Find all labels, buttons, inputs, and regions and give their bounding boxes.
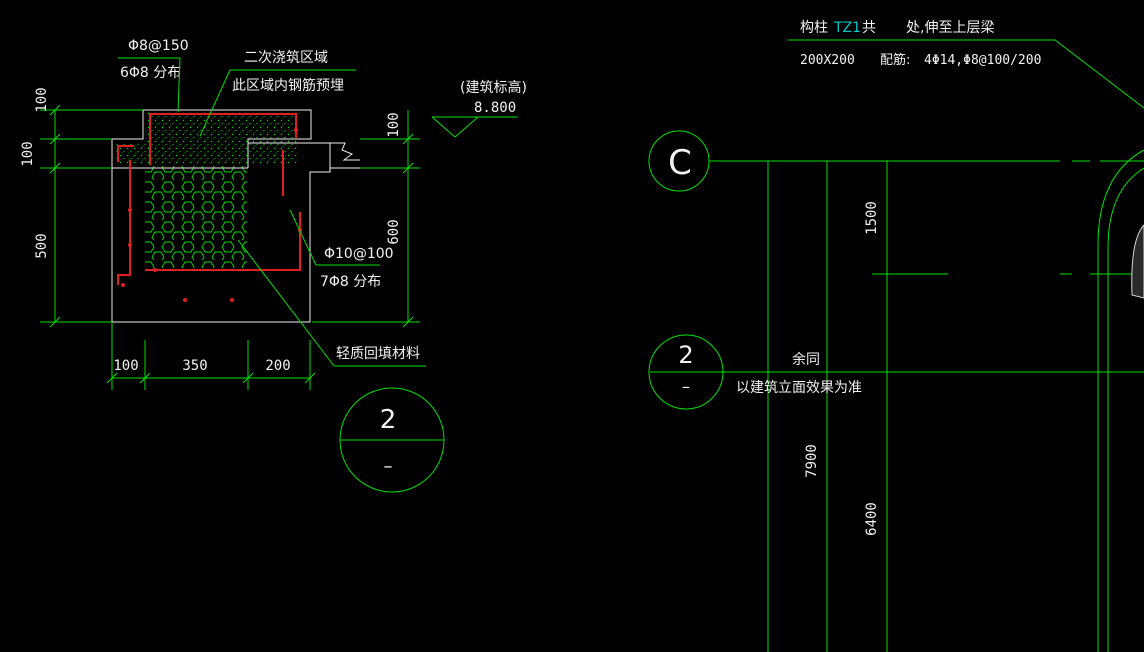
column-note-d: 处,伸至上层梁: [906, 20, 994, 36]
backfill-label: 轻质回填材料: [336, 346, 420, 362]
pour-zone-fill: [147, 112, 297, 164]
dim-left-1: 100: [34, 87, 50, 112]
backfill-hatch: [145, 166, 247, 268]
leader-rebar-top: [177, 57, 181, 113]
dim-6400: 6400: [864, 502, 880, 536]
column-note-c: 共: [862, 20, 876, 36]
leader-rebar-side: [289, 209, 317, 266]
dim-lines-left: [40, 104, 143, 328]
note-rest: 余同: [792, 351, 820, 368]
leader-backfill: [237, 239, 335, 367]
dim-left-3: 500: [34, 233, 50, 258]
dim-1500: 1500: [864, 201, 880, 235]
column-note-leader: [1054, 39, 1144, 109]
section-callout-number: 2: [678, 341, 693, 369]
dim-lines-bottom: [106, 322, 316, 390]
dim-lines-right: [312, 110, 420, 328]
section-symbol-sub: –: [384, 456, 393, 477]
arch-inner: [1107, 167, 1144, 652]
dim-right-2: 600: [386, 219, 402, 244]
dim-right-1: 100: [386, 112, 402, 137]
elevation-view: 构柱 TZ1 共 处,伸至上层梁 200X200 配筋: 4Φ14,Φ8@100…: [648, 20, 1144, 652]
column-rebar: 4Φ14,Φ8@100/200: [924, 53, 1041, 68]
section-callout-sub: –: [682, 377, 690, 396]
grid-letter: C: [668, 143, 692, 183]
section-callout-circle: [648, 334, 724, 410]
dim-7900: 7900: [804, 444, 820, 478]
column-note-a: 构柱: [800, 20, 828, 36]
arch-infill: [1131, 224, 1144, 299]
column-note-b: TZ1: [833, 20, 861, 36]
slab-break-line: [330, 142, 360, 161]
rebar-top-dist-label: 6Φ8 分布: [120, 65, 181, 81]
dim-bottom-2: 350: [182, 358, 207, 374]
section-symbol-number: 2: [380, 405, 397, 435]
elev-value: 8.800: [474, 100, 516, 116]
elev-label: (建筑标高): [460, 79, 527, 96]
dim-bottom-1: 100: [113, 358, 138, 374]
ledge-fill: [116, 143, 148, 165]
dim-bottom-3: 200: [265, 358, 290, 374]
section-detail: 100 100 500 100 600 100 350: [20, 38, 527, 493]
rebar-top: [149, 113, 297, 165]
note-facade: 以建筑立面效果为准: [736, 380, 862, 396]
arch-outer: [1097, 149, 1144, 652]
column-rebar-label: 配筋:: [880, 52, 910, 68]
rebar-ledge: [117, 145, 134, 162]
pour-zone-title: 二次浇筑区域: [244, 50, 328, 66]
leader-pour-zone: [199, 69, 231, 137]
rebar-top-label: Φ8@150: [128, 38, 189, 54]
rebar-side-label: Φ10@100: [324, 246, 394, 262]
column-size: 200X200: [800, 53, 855, 68]
rebar-side-dist-label: 7Φ8 分布: [320, 274, 381, 290]
pour-zone-note: 此区域内钢筋预埋: [232, 77, 344, 94]
elev-triangle: [431, 116, 479, 138]
dim-left-2: 100: [20, 141, 36, 166]
rebar-dots: [121, 128, 302, 302]
rebar-main: [117, 160, 131, 285]
